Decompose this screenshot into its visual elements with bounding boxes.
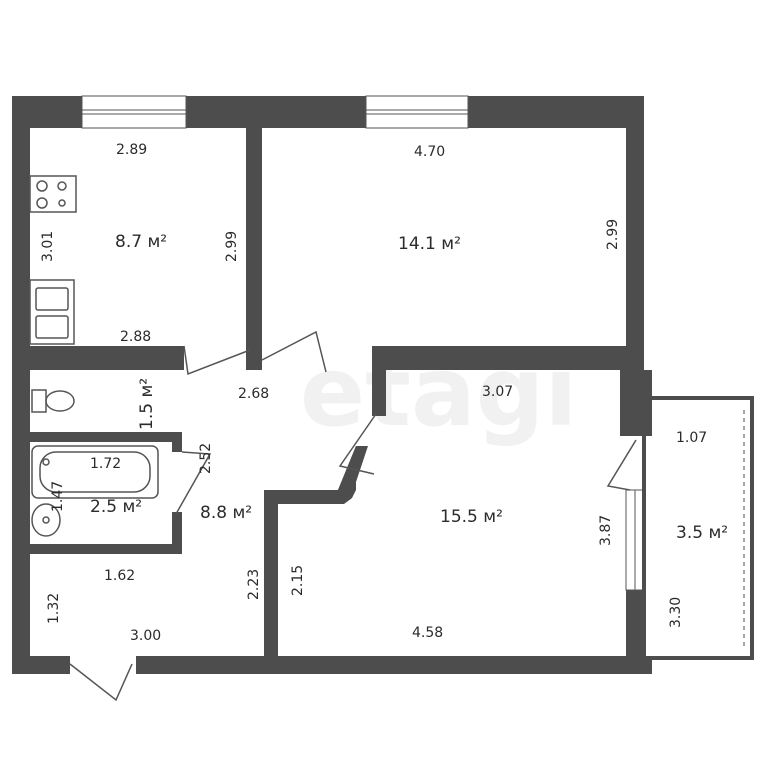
dim-kitchen-top: 2.89: [116, 142, 147, 158]
sink-icon: [29, 279, 75, 345]
stove-icon: [29, 175, 77, 213]
doors: [69, 330, 637, 702]
interior-walls: [30, 366, 386, 674]
kitchen-area: 8.7 м²: [115, 232, 167, 252]
dim-bedroom-top: 4.70: [414, 144, 445, 160]
dim-hall-left: 2.52: [198, 443, 214, 474]
dim-kitchen-right: 2.99: [224, 231, 240, 262]
bathtub-icon: [31, 445, 159, 499]
dim-hall-bottom-left: 1.32: [46, 593, 62, 624]
dim-bath-width: 1.72: [90, 456, 121, 472]
toilet-area: 1.5 м²: [137, 378, 157, 430]
washbasin-icon: [31, 503, 61, 537]
dim-hall-right: 2.23: [246, 569, 262, 600]
windows: [81, 95, 645, 591]
dim-bath-height: 1.47: [50, 481, 66, 512]
dim-bedroom-right: 2.99: [605, 219, 621, 250]
dim-hall-top: 2.68: [238, 386, 269, 402]
dim-hall-bottom-bottom: 3.00: [130, 628, 161, 644]
dim-balcony-left: 3.30: [668, 597, 684, 628]
dim-living-right: 3.87: [598, 515, 614, 546]
dim-hall-bottom-top: 1.62: [104, 568, 135, 584]
hall-area: 8.8 м²: [200, 503, 252, 523]
balcony-outline: [642, 396, 754, 660]
dim-kitchen-left: 3.01: [40, 231, 56, 262]
exterior-walls: [12, 96, 652, 674]
dim-kitchen-bottom: 2.88: [120, 329, 151, 345]
dim-living-top: 3.07: [482, 384, 513, 400]
living-area: 15.5 м²: [440, 507, 503, 527]
bathroom-area: 2.5 м²: [90, 497, 142, 517]
dim-living-left: 2.15: [290, 565, 306, 596]
balcony-area: 3.5 м²: [676, 523, 728, 543]
toilet-icon: [31, 389, 75, 413]
dim-balcony-top: 1.07: [676, 430, 707, 446]
bedroom-area: 14.1 м²: [398, 234, 461, 254]
dim-living-bottom: 4.58: [412, 625, 443, 641]
